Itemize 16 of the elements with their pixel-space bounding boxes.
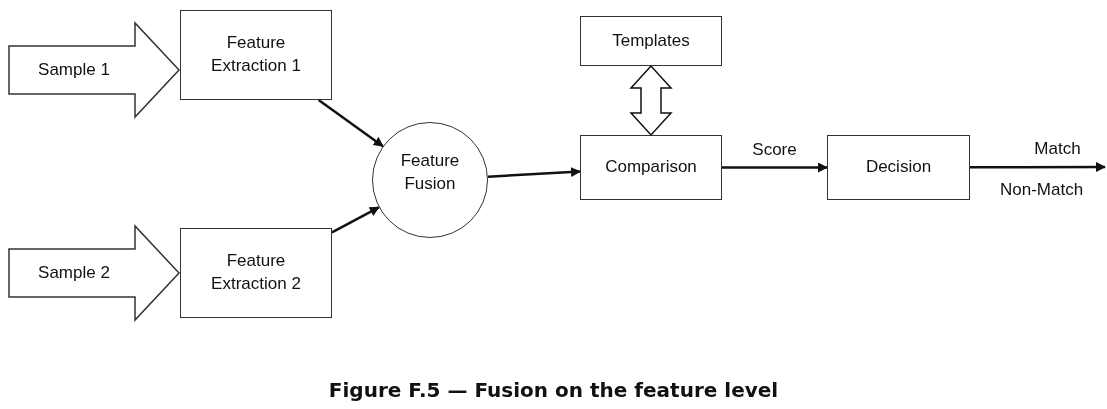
fusion-circle: Feature Fusion	[372, 122, 488, 238]
process-box: Templates	[580, 16, 722, 66]
arrow	[970, 162, 1106, 172]
sample-block-arrow: Sample 1	[8, 22, 180, 118]
figure-caption: Figure F.5 — Fusion on the feature level	[327, 378, 780, 402]
arrow	[317, 99, 384, 148]
process-box: Feature Extraction 2	[180, 228, 332, 318]
arrow	[722, 162, 828, 173]
process-box: Decision	[827, 135, 970, 200]
arrow	[487, 167, 581, 178]
sample-block-arrow: Sample 2	[8, 225, 180, 321]
double-block-arrow	[629, 64, 673, 137]
arrow	[331, 206, 380, 234]
process-box: Feature Extraction 1	[180, 10, 332, 100]
outcome-label: Non-Match	[1000, 180, 1084, 200]
process-box: Comparison	[580, 135, 722, 200]
